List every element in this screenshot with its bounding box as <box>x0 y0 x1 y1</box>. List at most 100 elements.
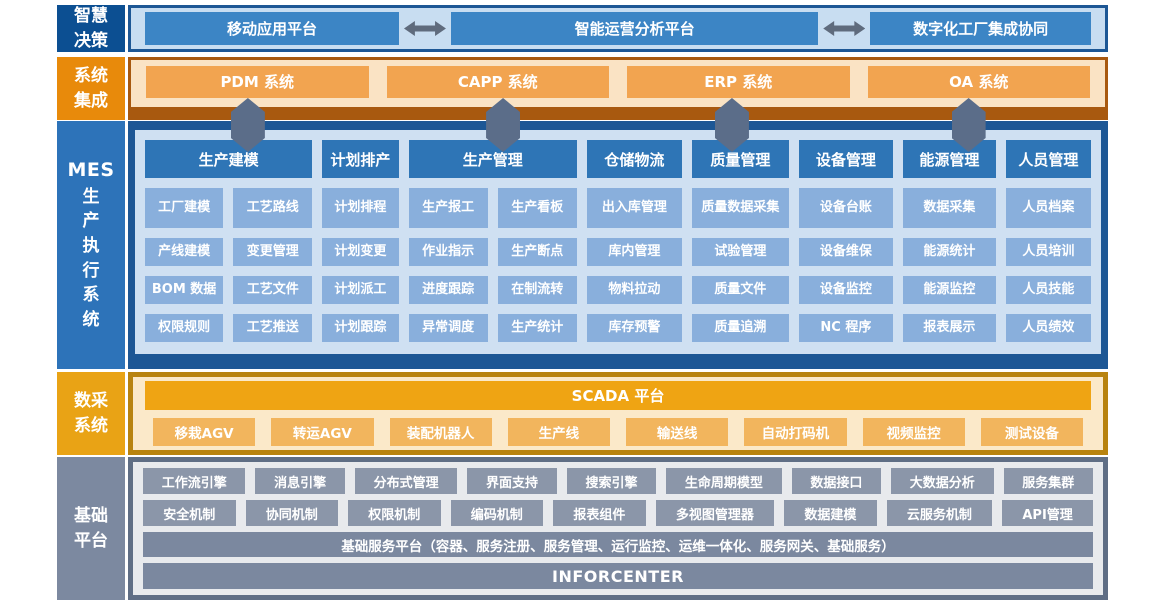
mes-cell: 人员培训 <box>1005 238 1091 266</box>
mes-column-header: 质量管理 <box>691 140 789 178</box>
mes-cell: 库内管理 <box>586 238 682 266</box>
mes-cell: 设备维保 <box>798 238 893 266</box>
mes-cell: 工厂建模 <box>145 188 224 228</box>
mes-cell: 工艺路线 <box>233 188 313 228</box>
foundation-item: 数据建模 <box>784 500 877 526</box>
foundation-item: 生命周期模型 <box>666 468 782 494</box>
mes-cell: 质量数据采集 <box>691 188 789 228</box>
mes-cell: 计划跟踪 <box>322 314 399 342</box>
foundation-item: 云服务机制 <box>886 500 993 526</box>
mes-column-header: 仓储物流 <box>586 140 682 178</box>
device-box: 装配机器人 <box>389 418 492 446</box>
foundation-item: 消息引擎 <box>255 468 345 494</box>
foundation-row: 基础平台 工作流引擎消息引擎分布式管理界面支持搜索引擎生命周期模型数据接口大数据… <box>57 457 1108 600</box>
system-box: PDM 系统 <box>146 65 369 98</box>
mes-cell: 能源监控 <box>902 276 996 304</box>
mes-column-header: 生产建模 <box>145 140 313 178</box>
mes-column-header: 能源管理 <box>902 140 996 178</box>
mes-cell: 计划变更 <box>322 238 399 266</box>
mes-cell: 工艺推送 <box>233 314 313 342</box>
foundation-item: 搜索引擎 <box>566 468 657 494</box>
foundation-item: API管理 <box>1002 500 1094 526</box>
integration-label: 系统集成 <box>57 57 125 120</box>
mes-cell: 计划派工 <box>322 276 399 304</box>
foundation-item: 工作流引擎 <box>143 468 246 494</box>
mes-cell: 生产统计 <box>497 314 577 342</box>
integration-panel: PDM 系统 CAPP 系统 ERP 系统 OA 系统 <box>128 57 1108 152</box>
foundation-label: 基础平台 <box>57 457 125 600</box>
mes-column-header: 人员管理 <box>1005 140 1091 178</box>
device-box: 测试设备 <box>980 418 1083 446</box>
mes-panel: 生产建模计划排产生产管理仓储物流质量管理设备管理能源管理人员管理工厂建模工艺路线… <box>128 121 1108 369</box>
mes-cell: 人员技能 <box>1005 276 1091 304</box>
mes-cell: 报表展示 <box>902 314 996 342</box>
decision-panel: 移动应用平台 智能运营分析平台 数字化工厂集成协同 <box>128 5 1108 52</box>
foundation-strip-1: 工作流引擎消息引擎分布式管理界面支持搜索引擎生命周期模型数据接口大数据分析服务集… <box>143 468 1093 494</box>
mes-cell: 数据采集 <box>902 188 996 228</box>
mes-label-char: 产 <box>82 211 100 232</box>
decision-label: 智慧决策 <box>57 5 125 52</box>
mes-cell: 设备监控 <box>798 276 893 304</box>
mes-label-char: 系 <box>82 285 100 306</box>
scada-label: 数采系统 <box>57 372 125 455</box>
device-box: 移栽AGV <box>153 418 256 446</box>
platform-box: 移动应用平台 <box>145 12 399 45</box>
double-arrow-horizontal-icon <box>403 21 446 36</box>
foundation-item: 数据接口 <box>791 468 882 494</box>
mes-cell: 试验管理 <box>691 238 789 266</box>
mes-column-header: 设备管理 <box>798 140 893 178</box>
device-box: 转运AGV <box>271 418 374 446</box>
mes-cell: 生产看板 <box>497 188 577 228</box>
foundation-item: 大数据分析 <box>891 468 994 494</box>
rail-label-line: 平台 <box>74 530 108 551</box>
mes-cell: 异常调度 <box>408 314 488 342</box>
system-box: OA 系统 <box>867 65 1090 98</box>
foundation-item: 多视图管理器 <box>655 500 775 526</box>
mes-label-char: 行 <box>82 260 100 281</box>
mes-column-header: 计划排产 <box>322 140 399 178</box>
device-box: 自动打码机 <box>744 418 847 446</box>
double-arrow-horizontal-icon <box>823 21 866 36</box>
decision-row: 智慧决策 移动应用平台 智能运营分析平台 数字化工厂集成协同 <box>57 5 1108 52</box>
mes-label-char: 执 <box>82 236 100 257</box>
mes-cell: 人员绩效 <box>1005 314 1091 342</box>
mes-cell: 库存预警 <box>586 314 682 342</box>
rail-label-line: 集成 <box>74 90 108 111</box>
foundation-item: 分布式管理 <box>354 468 458 494</box>
rail-label-line: 数采 <box>74 390 108 411</box>
foundation-item: 界面支持 <box>467 468 557 494</box>
mes-cell: 人员档案 <box>1005 188 1091 228</box>
rail-label-line: 系统 <box>74 65 108 86</box>
mes-cell: 进度跟踪 <box>408 276 488 304</box>
foundation-item: 安全机制 <box>143 500 236 526</box>
mes-label-char: 生 <box>82 186 100 207</box>
foundation-item: 服务集群 <box>1003 468 1093 494</box>
mes-cell: BOM 数据 <box>145 276 224 304</box>
platform-box: 智能运营分析平台 <box>450 12 819 45</box>
foundation-panel: 工作流引擎消息引擎分布式管理界面支持搜索引擎生命周期模型数据接口大数据分析服务集… <box>128 457 1108 600</box>
mes-cell: 产线建模 <box>145 238 224 266</box>
mes-column-header: 生产管理 <box>408 140 577 178</box>
foundation-item: 协同机制 <box>245 500 339 526</box>
mes-cell: 质量追溯 <box>691 314 789 342</box>
platform-box: 数字化工厂集成协同 <box>870 12 1091 45</box>
scada-platform-bar: SCADA 平台 <box>145 381 1091 410</box>
mes-cell: 出入库管理 <box>586 188 682 228</box>
foundation-item: 报表组件 <box>553 500 646 526</box>
rail-label-line: 智慧 <box>74 5 108 26</box>
mes-cell: 物料拉动 <box>586 276 682 304</box>
mes-cell: 作业指示 <box>408 238 488 266</box>
system-box: CAPP 系统 <box>386 65 609 98</box>
mes-label-char: 统 <box>82 310 100 331</box>
system-box: ERP 系统 <box>627 65 850 98</box>
foundation-item: 权限机制 <box>348 500 441 526</box>
mes-cell: 在制流转 <box>497 276 577 304</box>
mes-cell: 工艺文件 <box>233 276 313 304</box>
mes-cell: 生产断点 <box>497 238 577 266</box>
